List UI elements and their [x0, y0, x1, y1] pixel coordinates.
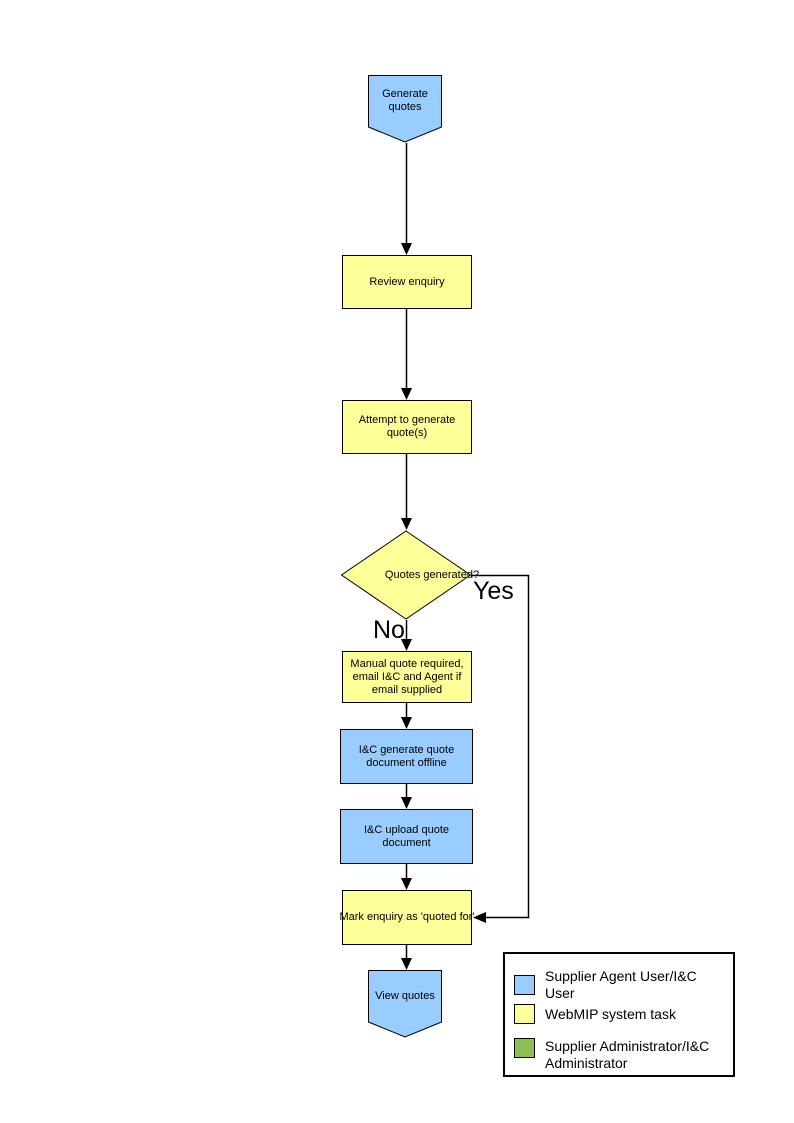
node-label: Manual quote required, email I&C and Age… — [350, 657, 464, 696]
arrowhead-yes-into-mark — [473, 912, 486, 923]
branch-label-yes: Yes — [473, 577, 514, 605]
arrowhead-mark — [401, 878, 412, 890]
arrowhead-end — [401, 958, 412, 970]
node-label: Mark enquiry as 'quoted for' — [339, 911, 475, 923]
pentagon-shape — [368, 970, 442, 1038]
arrowhead-review — [401, 243, 412, 255]
branch-label-no: No — [373, 616, 405, 644]
legend-label: Supplier Agent User/I&C User — [545, 968, 697, 1001]
legend-label: WebMIP system task — [545, 1005, 676, 1022]
node-start-generate-quotes: Generate quotes — [368, 75, 442, 143]
legend-swatch-yellow — [514, 1004, 535, 1024]
node-label: View quotes — [375, 989, 435, 1002]
node-mark-quoted-for: Mark enquiry as 'quoted for' — [339, 890, 475, 945]
arrowhead-offline — [401, 717, 412, 729]
node-label: Quotes generated? — [384, 568, 480, 581]
legend-swatch-blue — [514, 975, 535, 995]
node-label: Review enquiry — [369, 275, 445, 288]
legend-box: Supplier Agent User/I&C User WebMIP syst… — [503, 952, 735, 1077]
node-label: I&C generate quote document offline — [358, 743, 455, 769]
legend-item-administrator: Supplier Administrator/I&C Administrator — [514, 1038, 727, 1072]
arrowhead-decision — [401, 518, 412, 530]
node-attempt-generate: Attempt to generate quote(s) — [342, 400, 472, 454]
node-generate-offline: I&C generate quote document offline — [340, 729, 473, 784]
node-review-enquiry: Review enquiry — [342, 255, 472, 309]
node-label: Generate quotes — [382, 88, 428, 113]
legend-swatch-green — [514, 1038, 535, 1058]
node-manual-quote-required: Manual quote required, email I&C and Age… — [342, 651, 472, 703]
arrowhead-attempt — [401, 388, 412, 400]
connector-decision-yes-to-mark — [471, 574, 530, 919]
legend-label: Supplier Administrator/I&C Administrator — [545, 1038, 710, 1071]
node-label: Attempt to generate quote(s) — [358, 414, 456, 439]
arrowhead-upload — [401, 797, 412, 809]
pentagon-shape — [368, 75, 442, 143]
legend-item-system-task: WebMIP system task — [514, 1004, 727, 1024]
node-decision-quotes-generated: Quotes generated? — [340, 530, 479, 620]
node-upload-document: I&C upload quote document — [340, 809, 473, 864]
node-label: I&C upload quote document — [363, 823, 449, 849]
node-end-view-quotes: View quotes — [368, 970, 442, 1038]
diamond-shape — [340, 530, 472, 620]
legend-item-agent-user: Supplier Agent User/I&C User — [514, 968, 727, 1002]
